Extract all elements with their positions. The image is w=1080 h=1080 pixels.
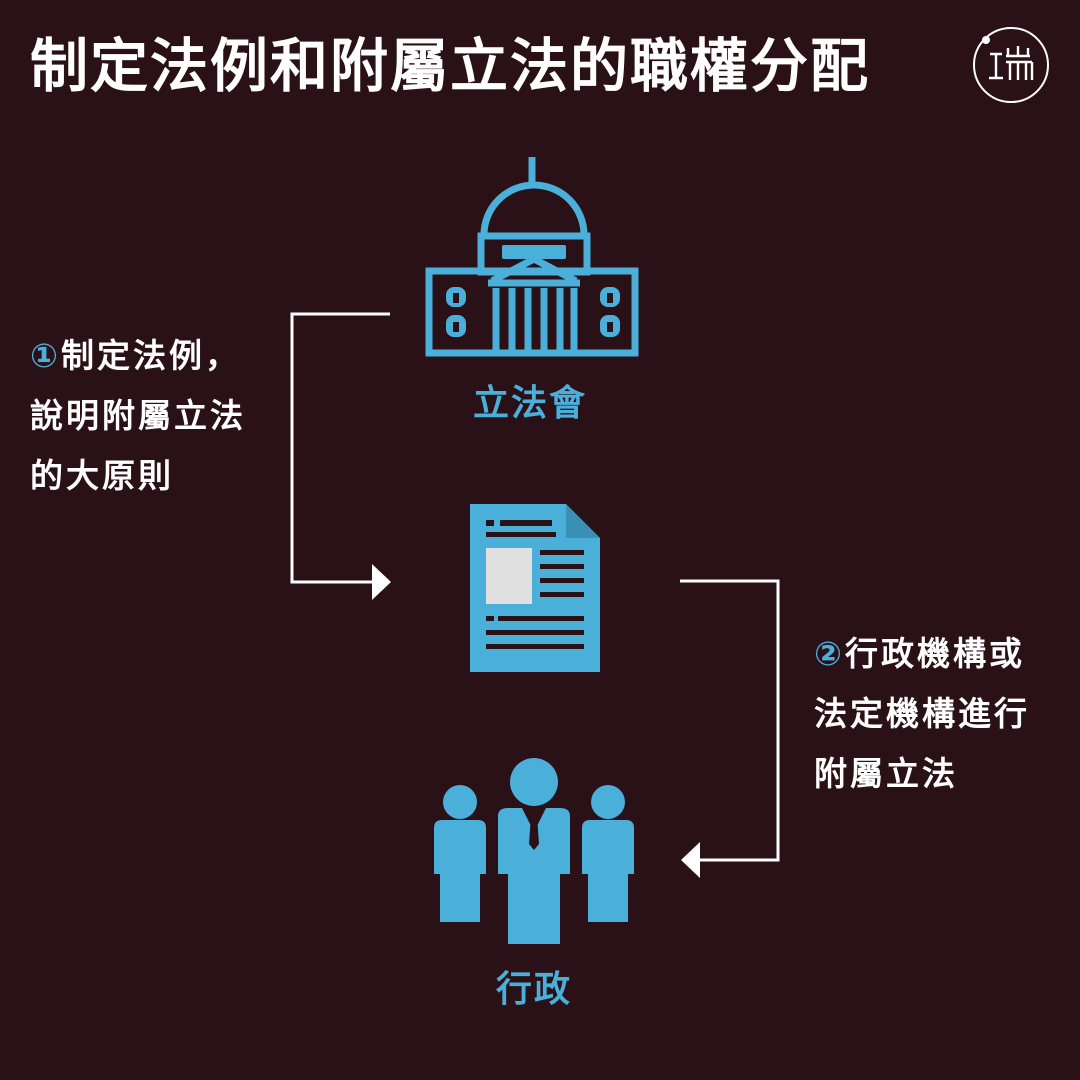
arrow-document-to-executive [680, 579, 780, 862]
document-icon [470, 504, 600, 672]
step-2-line-3: 附屬立法 [814, 754, 958, 793]
arrowhead-left [681, 842, 700, 878]
legislature-label: 立法會 [473, 383, 588, 424]
step-2-text: ②行政機構或 法定機構進行 附屬立法 [814, 624, 1030, 804]
arrow-legislature-to-document [290, 312, 390, 584]
parliament-building-icon [425, 157, 639, 357]
page-title: 制定法例和附屬立法的職權分配 [30, 32, 871, 100]
brand-logo [973, 27, 1049, 103]
step-2-number: ② [814, 634, 845, 673]
executive-label: 行政 [496, 969, 573, 1010]
step-1-number: ① [30, 336, 61, 375]
step-1-line-3: 的大原則 [30, 456, 174, 495]
arrowhead-right [372, 564, 391, 600]
step-1-text: ①制定法例， 說明附屬立法 的大原則 [30, 326, 246, 506]
step-2-line-1: 行政機構或 [844, 634, 1025, 673]
step-1-line-2: 說明附屬立法 [30, 396, 246, 435]
people-group-icon [434, 758, 634, 944]
step-1-line-1: 制定法例， [60, 336, 241, 375]
step-2-line-2: 法定機構進行 [814, 694, 1030, 733]
